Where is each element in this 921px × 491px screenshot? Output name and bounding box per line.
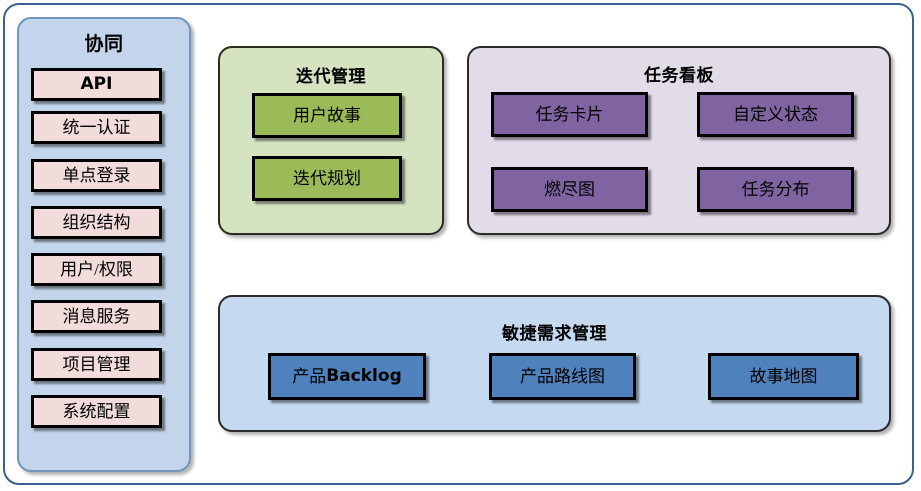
panel-collaboration-title: 协同 xyxy=(84,33,124,55)
node-system-config[interactable]: 系统配置 xyxy=(31,395,162,428)
panel-task-board-title: 任务看板 xyxy=(644,66,714,86)
node-message-service[interactable]: 消息服务 xyxy=(31,300,162,333)
panel-agile-requirements-title: 敏捷需求管理 xyxy=(502,324,607,344)
panel-iteration-title: 迭代管理 xyxy=(296,67,366,87)
node-burndown-chart[interactable]: 燃尽图 xyxy=(491,167,648,212)
node-unified-auth[interactable]: 统一认证 xyxy=(31,111,162,144)
node-story-map[interactable]: 故事地图 xyxy=(708,353,859,400)
node-project-mgmt[interactable]: 项目管理 xyxy=(31,348,162,381)
node-iteration-planning[interactable]: 迭代规划 xyxy=(252,156,402,201)
node-api[interactable]: API xyxy=(31,68,162,101)
node-product-backlog-emphasis: Backlog xyxy=(326,366,402,386)
node-task-distribution[interactable]: 任务分布 xyxy=(697,167,854,212)
node-single-sign-on[interactable]: 单点登录 xyxy=(31,159,162,192)
node-product-roadmap[interactable]: 产品路线图 xyxy=(489,353,636,400)
node-custom-status[interactable]: 自定义状态 xyxy=(697,92,854,137)
node-product-backlog-prefix: 产品 xyxy=(292,367,327,386)
node-task-card[interactable]: 任务卡片 xyxy=(491,92,648,137)
node-org-structure[interactable]: 组织结构 xyxy=(31,206,162,239)
node-user-permission[interactable]: 用户/权限 xyxy=(31,253,162,286)
panel-iteration-management[interactable]: 迭代管理 xyxy=(218,46,444,235)
node-user-story[interactable]: 用户故事 xyxy=(252,93,402,138)
